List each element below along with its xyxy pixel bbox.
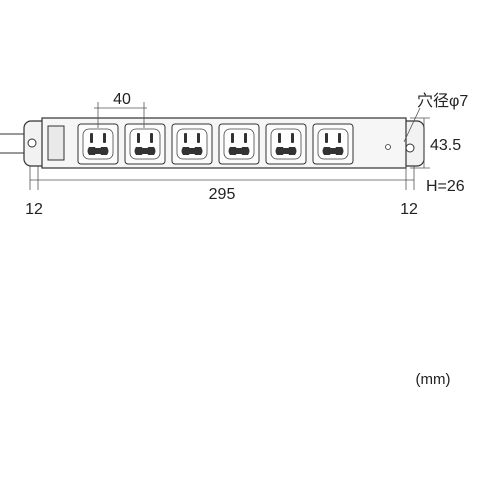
outlet xyxy=(171,123,213,165)
power-cord xyxy=(0,133,24,154)
outlet xyxy=(124,123,166,165)
width-label: 43.5 xyxy=(430,137,461,154)
length-dimension: 295 12 12 H=26 xyxy=(25,166,465,218)
mounting-hole-left xyxy=(27,138,37,148)
height-label: H=26 xyxy=(426,178,465,195)
indicator-dot xyxy=(385,144,391,150)
switch-panel xyxy=(47,125,65,161)
outlet xyxy=(218,123,260,165)
hole-dimension: 穴径φ7 xyxy=(403,92,468,143)
mounting-hole-right xyxy=(405,143,415,153)
end-left-label: 12 xyxy=(25,201,43,218)
end-right-label: 12 xyxy=(400,201,418,218)
outlet xyxy=(265,123,307,165)
outlet-group xyxy=(77,123,354,165)
outlet xyxy=(312,123,354,165)
outlet xyxy=(77,123,119,165)
total-length-label: 295 xyxy=(209,186,236,203)
unit-label: (mm) xyxy=(416,371,451,388)
outlet-pitch-label: 40 xyxy=(113,91,131,108)
hole-diameter-label: 穴径φ7 xyxy=(417,92,468,110)
pitch-dimension: 40 xyxy=(94,91,147,128)
width-dimension: 43.5 xyxy=(410,117,461,169)
